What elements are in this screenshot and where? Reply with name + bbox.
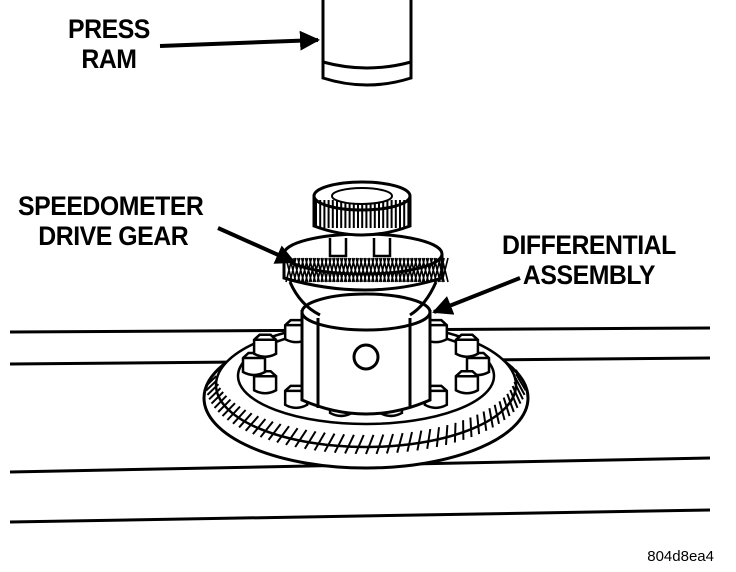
top-bearing [312, 180, 412, 258]
bolt [252, 333, 278, 359]
arrow-icon [217, 226, 296, 264]
speedometer-label-line-1: SPEEDOMETER [18, 191, 204, 221]
press-ram-label-line-1: PRESS [68, 14, 150, 44]
press-ram-label-line-2: RAM [81, 44, 137, 74]
press-ram-label: PRESS RAM [68, 14, 150, 74]
speedometer-label-line-2: DRIVE GEAR [38, 221, 189, 251]
callout-arrows [159, 30, 521, 315]
differential-label-line-2: ASSEMBLY [522, 260, 656, 290]
bolt [454, 333, 480, 359]
figure-id: 804d8ea4 [647, 548, 714, 565]
bolt [454, 369, 480, 395]
differential-assembly-label: DIFFERENTIAL ASSEMBLY [502, 230, 676, 290]
bolt [241, 351, 267, 377]
differential-label-line-1: DIFFERENTIAL [502, 230, 676, 260]
press-ram [321, 0, 413, 87]
arrow-icon [432, 276, 521, 315]
arrow-icon [159, 30, 320, 51]
speedometer-gear-band [282, 232, 449, 317]
speedometer-drive-gear-label: SPEEDOMETER DRIVE GEAR [18, 191, 204, 251]
differential-case [300, 292, 432, 416]
